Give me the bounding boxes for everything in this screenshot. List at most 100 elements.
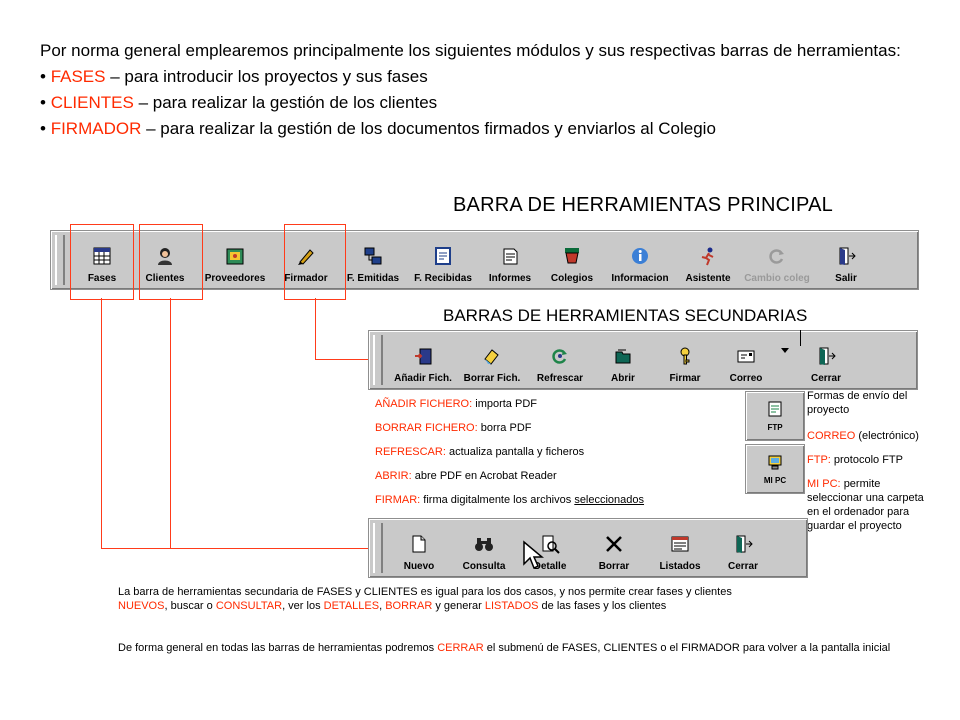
new-document-icon (408, 533, 430, 555)
desc-anadir: AÑADIR FICHERO: importa PDF (375, 398, 537, 410)
toolbar-label: F. Recibidas (414, 273, 472, 284)
toolbar-label: Colegios (550, 273, 594, 284)
toolbar-button-detalle[interactable]: Detalle (519, 519, 581, 577)
main-toolbar: Fases Clientes Proveedores Firmador F. E… (50, 230, 919, 290)
firmador-toolbar: Añadir Fich. Borrar Fich. Refrescar Abri… (368, 330, 918, 390)
running-man-icon (697, 245, 719, 267)
listing-icon (669, 533, 691, 555)
toolbar-button-cerrar[interactable]: Cerrar (713, 519, 773, 577)
mouse-cursor-icon (522, 540, 545, 575)
toolbar-button-colegios[interactable]: Colegios (541, 231, 603, 289)
invoice-in-icon (432, 245, 454, 267)
toolbar-button-listados[interactable]: Listados (647, 519, 713, 577)
delete-x-icon (603, 533, 625, 555)
toolbar-button-asistente[interactable]: Asistente (677, 231, 739, 289)
people-icon (154, 245, 176, 267)
toolbar-button-informes[interactable]: Informes (479, 231, 541, 289)
toolbar-label: Borrar (598, 561, 630, 572)
toolbar-button-consulta[interactable]: Consulta (449, 519, 519, 577)
toolbar-button-nuevo[interactable]: Nuevo (389, 519, 449, 577)
connector-line (170, 298, 171, 549)
toolbar-label: Cerrar (727, 561, 759, 572)
toolbar-label: Clientes (145, 273, 185, 284)
open-folder-icon (612, 345, 634, 367)
exit-door-icon (835, 245, 857, 267)
my-pc-button[interactable]: MI PC (745, 444, 805, 494)
toolbar-button-fases[interactable]: Fases (71, 231, 133, 289)
bullet-clientes: • CLIENTES – para realizar la gestión de… (40, 93, 438, 112)
desc-abrir: ABRIR: abre PDF en Acrobat Reader (375, 470, 557, 482)
toolbar-label: Añadir Fich. (394, 373, 452, 384)
toolbar-button-proveedores[interactable]: Proveedores (197, 231, 273, 289)
toolbar-label: Borrar Fich. (463, 373, 521, 384)
secondary-toolbar-heading: BARRAS DE HERRAMIENTAS SECUNDARIAS (443, 306, 808, 325)
main-toolbar-heading: BARRA DE HERRAMIENTAS PRINCIPAL (453, 194, 833, 216)
connector-line (315, 298, 316, 360)
firmador-descriptions: AÑADIR FICHERO: importa PDF BORRAR FICHE… (375, 392, 644, 512)
toolbar-label: Salir (835, 273, 857, 284)
toolbar-label: Firmar (669, 373, 701, 384)
connector-line (101, 548, 368, 549)
exit-door-icon (732, 533, 754, 555)
ftp-button[interactable]: FTP (745, 391, 805, 441)
note-cerrar: De forma general en todas las barras de … (118, 642, 891, 654)
toolbar-button-abrir[interactable]: Abrir (593, 331, 653, 389)
fases-clientes-toolbar: Nuevo Consulta Detalle Borrar Listados C… (368, 518, 808, 578)
toolbar-label: Abrir (611, 373, 635, 384)
magnifier-document-icon (539, 533, 561, 555)
toolbar-button-refrescar[interactable]: Refrescar (527, 331, 593, 389)
desc-firmar: FIRMAR: firma digitalmente los archivos … (375, 494, 645, 506)
toolbar-label: Informes (488, 273, 532, 284)
toolbar-button-f-emitidas[interactable]: F. Emitidas (339, 231, 407, 289)
intro-text: Por norma general emplearemos principalm… (40, 38, 940, 142)
grid-table-icon (91, 245, 113, 267)
supplier-icon (224, 245, 246, 267)
toolbar-label: Consulta (462, 561, 506, 572)
toolbar-button-informacion[interactable]: Informacion (603, 231, 677, 289)
toolbar-label: Listados (659, 561, 701, 572)
toolbar-grip[interactable] (55, 235, 65, 285)
mail-icon (735, 345, 757, 367)
note-fases-clientes: La barra de herramientas secundaria de F… (118, 586, 732, 612)
send-options-text: Formas de envío del proyecto CORREO (ele… (807, 389, 935, 533)
signature-pen-icon (295, 245, 317, 267)
toolbar-button-firmar[interactable]: Firmar (653, 331, 717, 389)
highlight-clientes (139, 224, 203, 300)
connector-line (315, 359, 368, 360)
add-file-icon (412, 345, 434, 367)
toolbar-button-cambio-coleg[interactable]: Cambio coleg (739, 231, 815, 289)
highlight-fases (70, 224, 134, 300)
ftp-label: FTP (767, 423, 783, 432)
desc-borrar: BORRAR FICHERO: borra PDF (375, 422, 532, 434)
toolbar-button-f-recibidas[interactable]: F. Recibidas (407, 231, 479, 289)
toolbar-grip[interactable] (373, 335, 383, 385)
toolbar-button-salir[interactable]: Salir (815, 231, 877, 289)
bullet-fases: • FASES – para introducir los proyectos … (40, 67, 428, 86)
toolbar-button-cerrar[interactable]: Cerrar (795, 331, 857, 389)
toolbar-label: Nuevo (403, 561, 435, 572)
toolbar-grip[interactable] (373, 523, 383, 573)
erase-file-icon (481, 345, 503, 367)
toolbar-label: Refrescar (536, 373, 584, 384)
toolbar-label: Proveedores (204, 273, 266, 284)
send-options-title: Formas de envío del proyecto (807, 390, 908, 416)
dropdown-arrow-icon (774, 340, 796, 362)
toolbar-button-borrar-fich[interactable]: Borrar Fich. (457, 331, 527, 389)
toolbar-label: Fases (87, 273, 117, 284)
correo-dropdown-connector (800, 330, 801, 346)
bullet-firmador: • FIRMADOR – para realizar la gestión de… (40, 119, 716, 138)
toolbar-button-correo[interactable]: Correo (717, 331, 775, 389)
toolbar-label: Correo (729, 373, 763, 384)
toolbar-button-borrar[interactable]: Borrar (581, 519, 647, 577)
refresh-icon (766, 245, 788, 267)
option-ftp: FTP: protocolo FTP (807, 454, 903, 466)
toolbar-button-firmador[interactable]: Firmador (273, 231, 339, 289)
toolbar-label: Asistente (685, 273, 731, 284)
option-correo: CORREO (electrónico) (807, 430, 919, 442)
toolbar-button-anadir-fich[interactable]: Añadir Fich. (389, 331, 457, 389)
toolbar-button-clientes[interactable]: Clientes (133, 231, 197, 289)
ftp-icon (766, 400, 784, 423)
exit-door-icon (815, 345, 837, 367)
info-icon (629, 245, 651, 267)
correo-dropdown-button[interactable] (775, 331, 795, 389)
